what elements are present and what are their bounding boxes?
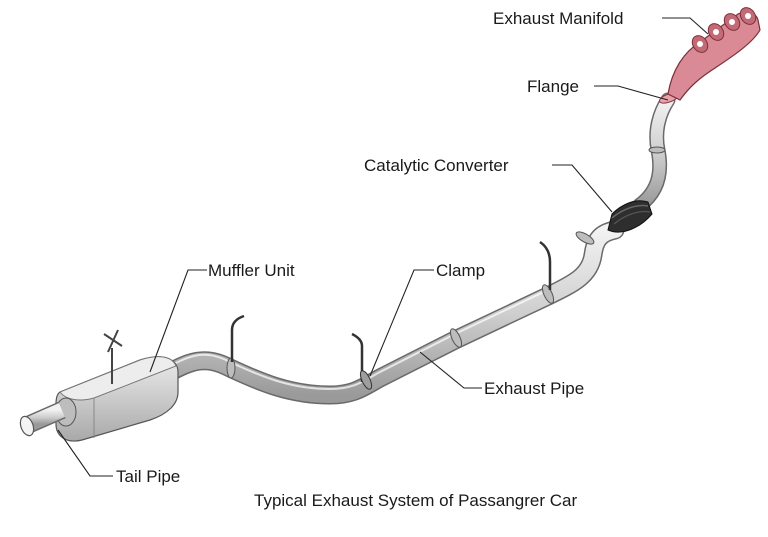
label-catalytic-converter: Catalytic Converter	[364, 156, 509, 175]
leader-muffler-unit	[149, 269, 207, 373]
tail-pipe	[19, 401, 66, 437]
label-flange: Flange	[527, 77, 579, 96]
leader-exhaust-pipe	[419, 351, 482, 389]
clamp-hanger-1	[230, 314, 245, 362]
clamp-hanger-3	[539, 240, 552, 290]
clamp	[351, 332, 373, 390]
muffler-unit	[55, 329, 179, 442]
diagram-caption: Typical Exhaust System of Passangrer Car	[254, 491, 577, 510]
label-exhaust-manifold: Exhaust Manifold	[493, 9, 623, 28]
label-tail-pipe: Tail Pipe	[116, 467, 180, 486]
exhaust-pipe	[150, 220, 625, 405]
leader-lines	[57, 17, 709, 477]
label-exhaust-pipe: Exhaust Pipe	[484, 379, 584, 398]
exhaust-manifold	[667, 7, 761, 101]
leader-tail-pipe	[57, 429, 113, 477]
label-muffler-unit: Muffler Unit	[208, 261, 295, 280]
catalytic-converter	[607, 200, 653, 233]
leader-exhaust-manifold	[662, 17, 709, 35]
leader-clamp	[369, 269, 434, 377]
front-pipe	[632, 92, 676, 213]
leader-flange	[594, 85, 669, 101]
leader-catalytic-converter	[552, 164, 613, 213]
label-clamp: Clamp	[436, 261, 485, 280]
